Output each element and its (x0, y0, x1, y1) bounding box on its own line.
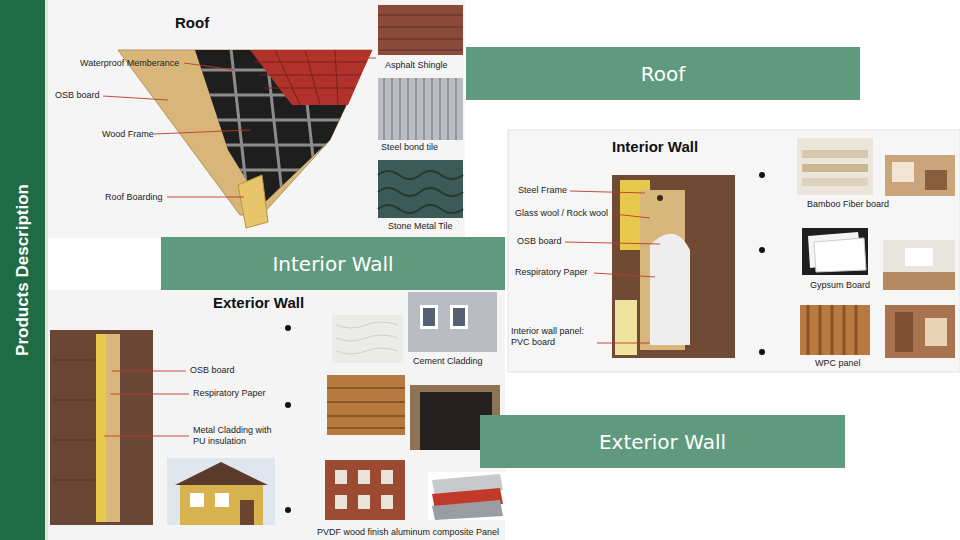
part-label: PVDF wood finish aluminum composite Pane… (317, 527, 499, 538)
house-photo (167, 458, 275, 525)
bamboo-board-photo (797, 138, 873, 195)
part-label: Waterproof Memberance (80, 58, 179, 69)
part-label: Respiratory Paper (193, 388, 266, 399)
cement-cladding-photo (332, 315, 403, 363)
part-label: Metal Cladding with PU insulation (193, 425, 285, 447)
part-label: Gypsum Board (810, 280, 870, 291)
part-label: Interior wall panel: PVC board (511, 326, 593, 348)
part-label: Asphalt Shingle (385, 60, 448, 71)
wood-room-photo (885, 305, 955, 358)
panel-title: Interior Wall (612, 138, 698, 155)
interior-wall-section (612, 175, 735, 358)
stone-cladding-photo (327, 375, 405, 435)
asphalt-shingle-photo (378, 5, 463, 55)
part-label: Glass wool / Rock wool (515, 208, 608, 219)
room-photo (883, 240, 955, 290)
band-label: Roof (641, 62, 686, 86)
interior-panel-ground (508, 130, 960, 372)
sidebar-title: Products Description (13, 184, 33, 356)
part-label: Cement Cladding (413, 356, 483, 367)
wpc-panel-photo (800, 305, 870, 355)
bullet-dots (285, 325, 291, 513)
panel-title: Exterior Wall (213, 294, 304, 311)
part-label: Respiratory Paper (515, 267, 588, 278)
part-label: OSB board (55, 90, 100, 101)
composite-panel-photo (428, 472, 505, 520)
band-label: Interior Wall (272, 252, 393, 276)
band-label: Exterior Wall (599, 430, 726, 454)
exterior-wall-panel: Exterior Wall (48, 290, 505, 540)
leader-lines (104, 371, 189, 436)
sidebar-edge (45, 0, 48, 540)
side-bar: Products Description (0, 0, 45, 540)
roof-panel: Roof (48, 0, 465, 238)
exterior-panel-ground (48, 290, 505, 540)
leader-lines (103, 58, 376, 197)
panel-title: Roof (175, 14, 209, 31)
part-label: OSB board (517, 236, 562, 247)
part-label: Stone Metal Tile (388, 221, 453, 232)
section-band: Interior Wall (161, 237, 505, 290)
siding-house-photo (408, 292, 497, 352)
roof-panel-ground (48, 0, 465, 238)
section-band: Roof (466, 47, 860, 100)
part-label: Bamboo Fiber board (807, 199, 889, 210)
part-label: Wood Frame (102, 129, 154, 140)
exterior-wall-section (50, 330, 153, 525)
steel-tile-photo (378, 78, 463, 140)
bullet-dots (759, 172, 765, 355)
gypsum-board-photo (802, 228, 868, 275)
part-label: Steel Frame (518, 185, 567, 196)
part-label: WPC panel (815, 358, 861, 369)
section-band: Exterior Wall (480, 415, 845, 468)
room-photo (885, 155, 955, 196)
part-label: Steel bond tile (381, 142, 438, 153)
brick-building-photo (325, 460, 405, 520)
stone-tile-photo (378, 160, 463, 218)
part-label: OSB board (190, 365, 235, 376)
part-label: Roof Boarding (105, 192, 163, 203)
